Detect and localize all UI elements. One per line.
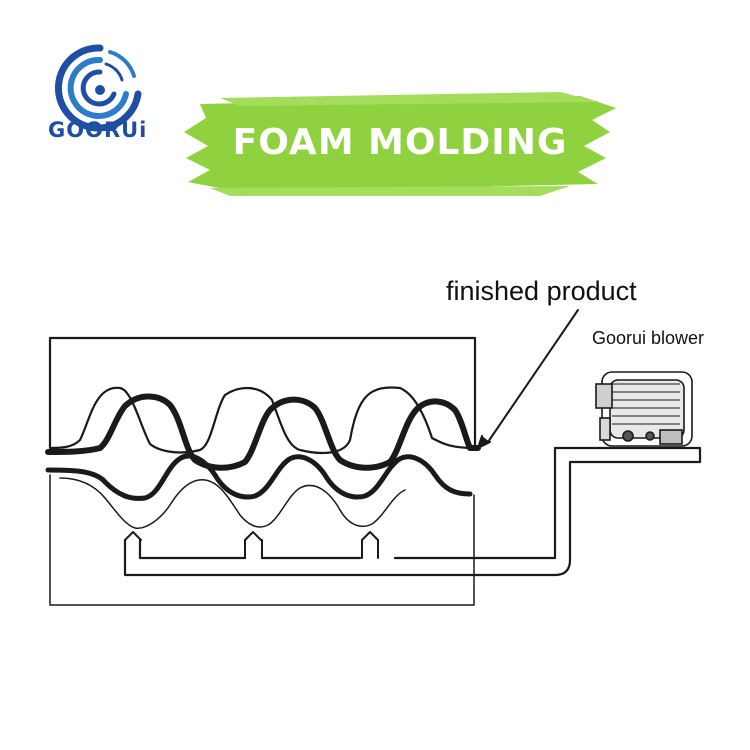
blower-label: Goorui blower — [592, 328, 705, 348]
finished-product-layer — [45, 393, 481, 471]
lower-mold — [49, 474, 475, 606]
blower-icon — [595, 371, 693, 447]
goorui-logo-icon — [54, 44, 142, 132]
banner-title: FOAM MOLDING — [232, 122, 568, 163]
finished-product-label: finished product — [446, 276, 637, 306]
upper-mold — [48, 336, 477, 455]
banner-brush — [184, 92, 616, 196]
brand-name: GOORUi — [48, 118, 148, 142]
